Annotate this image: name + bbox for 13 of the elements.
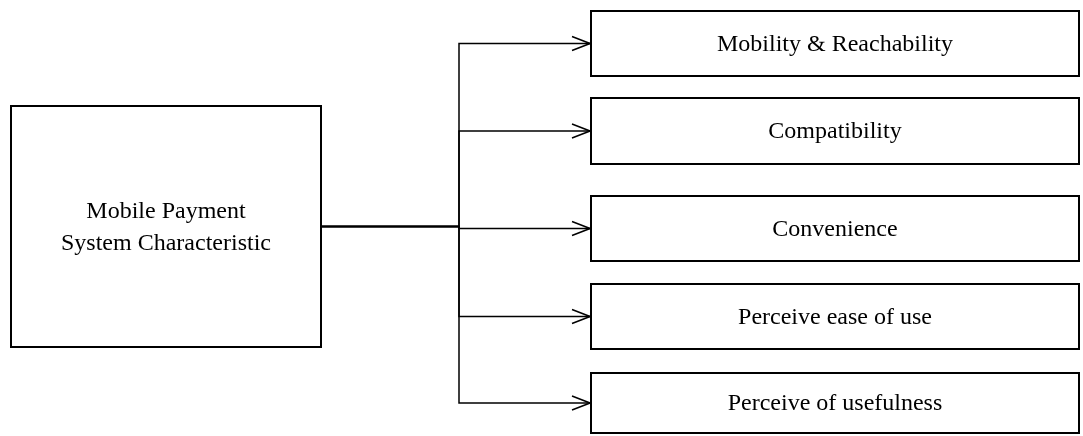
text-box xyxy=(10,105,322,348)
box-label: Compatibility xyxy=(768,116,902,146)
text-box xyxy=(590,283,1080,350)
connector-arrow xyxy=(321,225,591,411)
box-label: Mobile Payment System Characteristic xyxy=(60,196,272,257)
box-label: Convenience xyxy=(772,213,898,243)
text-box xyxy=(590,372,1080,434)
text-box xyxy=(590,10,1080,77)
text-box xyxy=(590,97,1080,165)
box-label: Perceive of usefulness xyxy=(727,388,943,418)
box-label: Perceive ease of use xyxy=(738,301,932,331)
box-label: Mobility & Reachability xyxy=(717,28,953,58)
text-box xyxy=(590,195,1080,262)
